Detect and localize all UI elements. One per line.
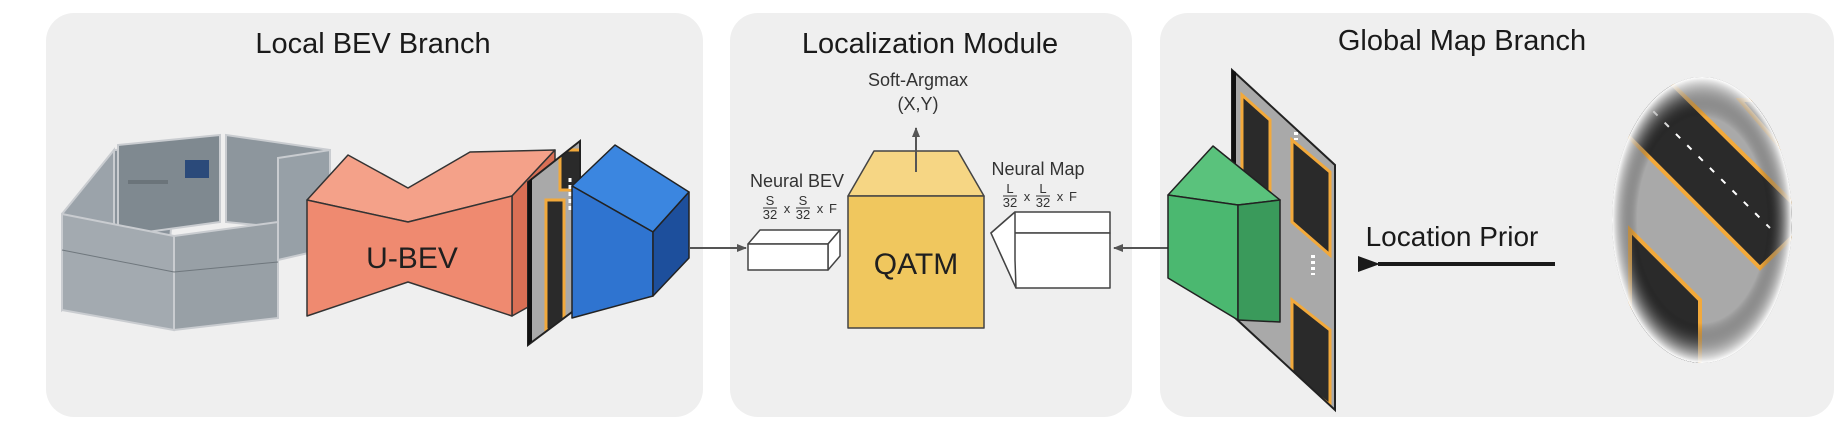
svg-text:S: S <box>799 193 808 208</box>
neural-bev-dims: S 32 x S 32 x F <box>763 193 837 222</box>
qatm-block <box>847 150 985 329</box>
map-feature-cube <box>1167 145 1281 323</box>
svg-text:S: S <box>766 193 775 208</box>
qatm-label: QATM <box>874 248 958 281</box>
svg-text:32: 32 <box>1003 195 1017 210</box>
svg-text:L: L <box>1006 181 1013 196</box>
u-bev-label: U-BEV <box>366 242 458 275</box>
svg-text:32: 32 <box>763 207 777 222</box>
svg-text:x: x <box>817 201 824 216</box>
svg-text:F: F <box>829 201 837 216</box>
xy-output-label: (X,Y) <box>897 94 938 114</box>
neural-map-box <box>990 211 1111 289</box>
bev-feature-cube <box>571 144 690 319</box>
svg-text:x: x <box>784 201 791 216</box>
svg-text:F: F <box>1069 189 1077 204</box>
neural-map-dims: L 32 x L 32 x F <box>1003 181 1077 210</box>
neural-bev-label: Neural BEV <box>750 171 844 191</box>
svg-text:32: 32 <box>1036 195 1050 210</box>
location-prior-map <box>1612 77 1792 363</box>
local-panel-title: Local BEV Branch <box>255 28 490 60</box>
soft-argmax-label: Soft-Argmax <box>868 70 968 90</box>
svg-text:L: L <box>1039 181 1046 196</box>
svg-text:32: 32 <box>796 207 810 222</box>
surround-camera-images <box>61 133 332 332</box>
localization-panel-title: Localization Module <box>802 28 1058 60</box>
neural-bev-box <box>747 229 841 271</box>
predicted-bev-map <box>527 138 581 347</box>
global-panel-title: Global Map Branch <box>1338 25 1586 57</box>
svg-text:x: x <box>1024 189 1031 204</box>
svg-text:x: x <box>1057 189 1064 204</box>
neural-map-label: Neural Map <box>991 159 1084 179</box>
location-prior-label: Location Prior <box>1366 221 1539 252</box>
